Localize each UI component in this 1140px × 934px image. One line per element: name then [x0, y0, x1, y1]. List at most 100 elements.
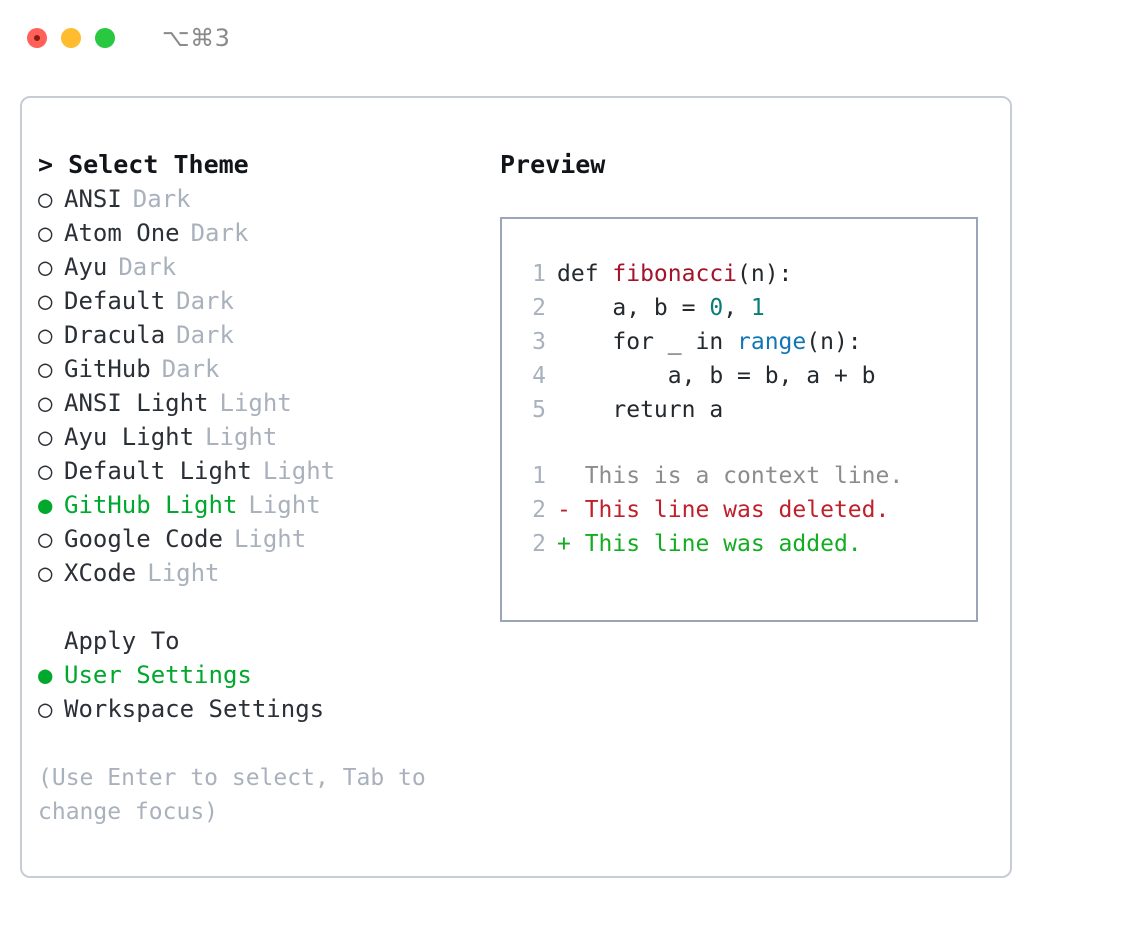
- code-token-plain: for _ in: [557, 329, 738, 355]
- theme-kind-badge: Light: [147, 559, 220, 587]
- code-line-content: a, b = 0, 1: [557, 291, 765, 325]
- theme-option-ansi[interactable]: ○ ANSI Dark: [38, 182, 478, 216]
- code-token-plain: (n):: [737, 261, 793, 287]
- diff-sample: 1 This is a context line. 2 - This line wa…: [520, 459, 976, 561]
- code-line-content: a, b = b, a + b: [557, 359, 876, 393]
- radio-unselected-icon: ○: [38, 559, 53, 587]
- code-token-func: fibonacci: [612, 261, 738, 287]
- theme-kind-badge: Dark: [176, 321, 234, 349]
- radio-unselected-icon: ○: [38, 423, 53, 451]
- theme-name-label: Default: [64, 287, 166, 315]
- close-window-button[interactable]: [27, 28, 47, 48]
- radio-unselected-icon: ○: [38, 525, 53, 553]
- radio-unselected-icon: ○: [38, 219, 53, 247]
- code-token-num: 0: [709, 295, 724, 321]
- code-line-number: 4: [532, 363, 546, 389]
- code-token-plain: ,: [723, 295, 751, 321]
- code-token-call: range: [737, 329, 807, 355]
- code-line-number: 1: [532, 261, 546, 287]
- code-line: 4 a, b = b, a + b: [520, 359, 976, 393]
- code-line: 5 return a: [520, 393, 976, 427]
- radio-selected-icon: ●: [38, 661, 53, 689]
- code-line-content: for _ in range(n):: [557, 325, 861, 359]
- apply-to-heading: Apply To: [64, 627, 180, 655]
- apply-to-option-workspace-settings[interactable]: ○ Workspace Settings: [38, 692, 478, 726]
- diff-line-content-del: - This line was deleted.: [557, 497, 890, 523]
- diff-line: 2+ This line was added.: [520, 527, 976, 561]
- theme-name-label: Atom One: [64, 219, 180, 247]
- apply-to-options[interactable]: ●User Settings ○ Workspace Settings: [38, 658, 478, 726]
- radio-unselected-icon: ○: [38, 355, 53, 383]
- code-token-plain: a, b =: [557, 295, 710, 321]
- theme-kind-badge: Dark: [176, 287, 234, 315]
- code-line-content: return a: [557, 393, 723, 427]
- window-controls: [27, 28, 115, 48]
- diff-line-number: 1: [532, 463, 546, 489]
- theme-kind-badge: Light: [205, 423, 278, 451]
- radio-unselected-icon: ○: [38, 457, 53, 485]
- code-line: 1 def fibonacci(n):: [520, 257, 976, 291]
- radio-unselected-icon: ○: [38, 389, 53, 417]
- code-token-plain: def: [557, 261, 613, 287]
- theme-option-dracula[interactable]: ○ Dracula Dark: [38, 318, 478, 352]
- apply-to-section: Apply To ●User Settings ○ Workspace Settin…: [38, 624, 478, 726]
- theme-name-label: GitHub: [64, 355, 151, 383]
- theme-kind-badge: Light: [248, 491, 321, 519]
- theme-option-default-light[interactable]: ○ Default Light Light: [38, 454, 478, 488]
- radio-unselected-icon: ○: [38, 185, 53, 213]
- apply-to-option-label: Workspace Settings: [64, 695, 325, 723]
- code-line-number: 3: [532, 329, 546, 355]
- radio-selected-icon: ●: [38, 491, 53, 519]
- code-line-number: 2: [532, 295, 546, 321]
- theme-option-atom-one[interactable]: ○ Atom One Dark: [38, 216, 478, 250]
- code-line-number: 5: [532, 397, 546, 423]
- theme-kind-badge: Light: [262, 457, 336, 485]
- apply-to-option-user-settings[interactable]: ●User Settings: [38, 658, 478, 692]
- keyboard-shortcut-label: ⌥⌘3: [162, 24, 231, 52]
- theme-kind-badge: Dark: [161, 355, 220, 383]
- title-bar: ⌥⌘3: [0, 0, 1140, 76]
- theme-kind-badge: Light: [219, 389, 292, 417]
- keyboard-hint-text: (Use Enter to select, Tab to change focu…: [38, 765, 426, 825]
- radio-unselected-icon: ○: [38, 287, 53, 315]
- theme-name-label: Default Light: [64, 457, 252, 485]
- diff-line-content-add: + This line was added.: [557, 531, 862, 557]
- select-theme-heading: > Select Theme: [38, 150, 249, 179]
- theme-name-label: ANSI Light: [64, 389, 209, 417]
- code-token-num: 1: [750, 295, 765, 321]
- theme-kind-badge: Dark: [190, 219, 249, 247]
- maximize-window-button[interactable]: [95, 28, 115, 48]
- diff-line-number: 2: [532, 497, 546, 523]
- theme-kind-badge: Light: [233, 525, 307, 553]
- diff-line-content-ctx: This is a context line.: [557, 463, 904, 489]
- theme-name-label: Dracula: [64, 321, 166, 349]
- minimize-window-button[interactable]: [61, 28, 81, 48]
- code-line: 3 for _ in range(n):: [520, 325, 976, 359]
- theme-option-github[interactable]: ○ GitHub Dark: [38, 352, 478, 386]
- theme-kind-badge: Dark: [132, 185, 191, 213]
- code-token-plain: return a: [557, 397, 724, 423]
- theme-name-label: XCode: [64, 559, 137, 587]
- code-token-plain: a, b = b, a + b: [557, 363, 876, 389]
- diff-line: 2 - This line was deleted.: [520, 493, 976, 527]
- theme-option-default[interactable]: ○ Default Dark: [38, 284, 478, 318]
- theme-option-ansi-light[interactable]: ○ ANSI Light Light: [38, 386, 478, 420]
- theme-name-label: Ayu: [64, 253, 108, 281]
- theme-option-xcode[interactable]: ○ XCode Light: [38, 556, 478, 590]
- theme-name-label: ANSI: [64, 185, 122, 213]
- radio-unselected-icon: ○: [38, 321, 53, 349]
- preview-heading: Preview: [500, 150, 606, 179]
- theme-name-label: Ayu Light: [64, 423, 195, 451]
- theme-option-ayu-light[interactable]: ○ Ayu Light Light: [38, 420, 478, 454]
- code-line: 2 a, b = 0, 1: [520, 291, 976, 325]
- radio-unselected-icon: ○: [38, 695, 53, 723]
